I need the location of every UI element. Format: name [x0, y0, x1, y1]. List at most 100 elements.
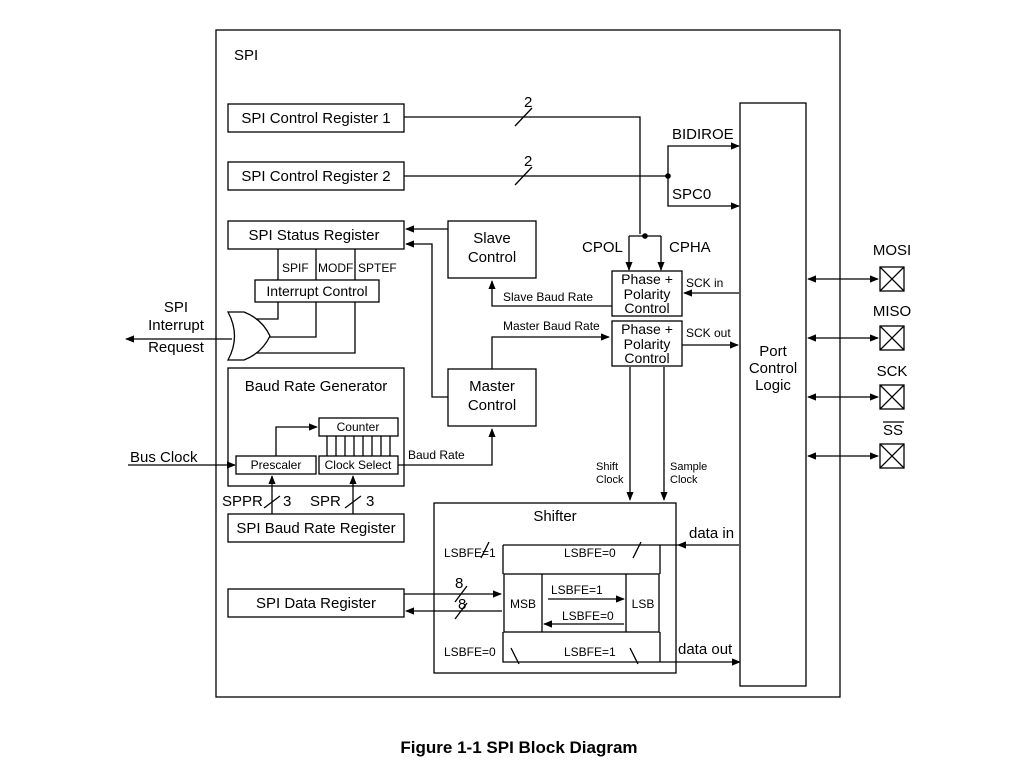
spr-slash	[344, 495, 362, 509]
counter-bus-lines	[326, 436, 391, 456]
lsbfe0-mid-label: LSBFE=0	[562, 609, 614, 623]
spr-label: SPR	[310, 493, 341, 510]
baud-rate-generator-label: Baud Rate Generator	[245, 378, 388, 395]
port-control-line2: Control	[749, 360, 797, 377]
or-gate	[226, 311, 271, 361]
pin-miso-label: MISO	[873, 303, 911, 320]
pin-miso: MISO	[807, 303, 911, 351]
pin-ss: SS	[807, 421, 905, 469]
interrupt-request-line1: SPI	[164, 299, 188, 316]
irq-line-2	[259, 302, 317, 338]
interrupt-request-line2: Interrupt	[148, 317, 205, 334]
master-baud-rate-line	[491, 333, 610, 369]
baud-rate-line	[398, 428, 496, 466]
status-bit-modf: MODF	[318, 261, 353, 275]
sample-clock-line1: Sample	[670, 461, 707, 473]
master-control: Master Control	[447, 368, 537, 427]
shift-clock-line1: Shift	[596, 461, 618, 473]
cpha-label: CPHA	[669, 239, 711, 256]
pin-sck: SCK	[807, 363, 907, 410]
spr-width: 3	[366, 493, 374, 510]
control-register-2-label: SPI Control Register 2	[241, 168, 390, 185]
data-in-label: data in	[689, 525, 734, 542]
cr1-bus-slash	[514, 107, 533, 127]
shift-clock-line2: Clock	[596, 474, 624, 486]
prescaler-label: Prescaler	[251, 458, 302, 472]
bidiroe-line	[667, 142, 740, 176]
lsbfe1-bottom-label: LSBFE=1	[564, 645, 616, 659]
cr2-bus-slash	[514, 166, 533, 186]
master-control-line2: Control	[468, 397, 516, 414]
shift-register	[503, 573, 660, 633]
port-control-line1: Port	[759, 343, 787, 360]
phase-polarity-out-line2: Polarity	[624, 336, 671, 352]
bus8-slash-b	[454, 602, 468, 620]
shifter-label: Shifter	[533, 508, 576, 525]
spc0-line	[667, 176, 740, 210]
sck-in-label: SCK in	[686, 276, 723, 290]
pin-mosi: MOSI	[807, 242, 911, 292]
prescaler-to-counter-line	[275, 423, 318, 456]
bus8-b-label: 8	[458, 596, 466, 613]
counter-label: Counter	[337, 420, 380, 434]
phase-polarity-control-in: Phase + Polarity Control	[611, 270, 683, 317]
phase-polarity-in-line3: Control	[624, 300, 669, 316]
lsbfe0-top-label: LSBFE=0	[564, 546, 616, 560]
baud-rate-register: SPI Baud Rate Register	[227, 513, 405, 543]
port-control-logic: Port Control Logic	[739, 102, 807, 687]
master-to-status-line	[405, 240, 448, 398]
bus-clock-label: Bus Clock	[130, 449, 198, 466]
status-bits: SPIF MODF SPTEF	[277, 249, 397, 280]
spi-module-title: SPI	[234, 47, 258, 64]
data-register-label: SPI Data Register	[256, 595, 376, 612]
status-bit-sptef: SPTEF	[358, 261, 397, 275]
sppr-width: 3	[283, 493, 291, 510]
switch-lsbfe1-top	[480, 541, 490, 559]
interrupt-request-line3: Request	[148, 339, 205, 356]
master-baud-rate-label: Master Baud Rate	[503, 319, 600, 333]
sck-out-label: SCK out	[686, 326, 731, 340]
slave-control: Slave Control	[447, 220, 537, 279]
slave-baud-rate-label: Slave Baud Rate	[503, 290, 593, 304]
slave-control-line1: Slave	[473, 230, 511, 247]
phase-polarity-out-line3: Control	[624, 350, 669, 366]
control-register-2: SPI Control Register 2	[227, 161, 405, 191]
sample-clock-line2: Clock	[670, 474, 698, 486]
figure-caption: Figure 1-1 SPI Block Diagram	[400, 738, 637, 757]
bus8-slash-a	[454, 585, 468, 603]
status-register: SPI Status Register	[227, 220, 405, 250]
phase-polarity-in-line1: Phase +	[621, 271, 673, 287]
cr1-bus-width: 2	[524, 94, 532, 111]
cr2-bus-width: 2	[524, 153, 532, 170]
bidiroe-label: BIDIROE	[672, 126, 734, 143]
irq-line-3	[250, 302, 356, 354]
cr1-bus-line	[404, 116, 641, 234]
sppr-label: SPPR	[222, 493, 263, 510]
data-register: SPI Data Register	[227, 588, 405, 618]
baud-rate-register-label: SPI Baud Rate Register	[236, 520, 395, 537]
slave-baud-rate-line	[488, 280, 612, 307]
phase-polarity-out-line1: Phase +	[621, 321, 673, 337]
bus8-a-label: 8	[455, 575, 463, 592]
switch-lsbfe1-bottom	[629, 647, 639, 665]
lsbfe0-bottom-label: LSBFE=0	[444, 645, 496, 659]
phase-polarity-control-out: Phase + Polarity Control	[611, 320, 683, 367]
control-register-1: SPI Control Register 1	[227, 103, 405, 133]
lsb-label: LSB	[632, 597, 655, 611]
clock-select-label: Clock Select	[325, 458, 392, 472]
slave-control-line2: Control	[468, 249, 516, 266]
lsbfe1-mid-label: LSBFE=1	[551, 583, 603, 597]
phase-polarity-in-line2: Polarity	[624, 286, 671, 302]
interrupt-control: Interrupt Control	[254, 279, 380, 303]
spc0-label: SPC0	[672, 186, 711, 203]
msb-label: MSB	[510, 597, 536, 611]
lsbfe1-top-label: LSBFE=1	[444, 546, 496, 560]
baud-rate-label: Baud Rate	[408, 448, 465, 462]
counter-box	[318, 417, 399, 437]
status-bit-spif: SPIF	[282, 261, 309, 275]
sppr-slash	[263, 495, 281, 509]
irq-line-1	[250, 302, 279, 320]
pin-mosi-label: MOSI	[873, 242, 911, 259]
pin-ss-label: SS	[883, 422, 903, 439]
